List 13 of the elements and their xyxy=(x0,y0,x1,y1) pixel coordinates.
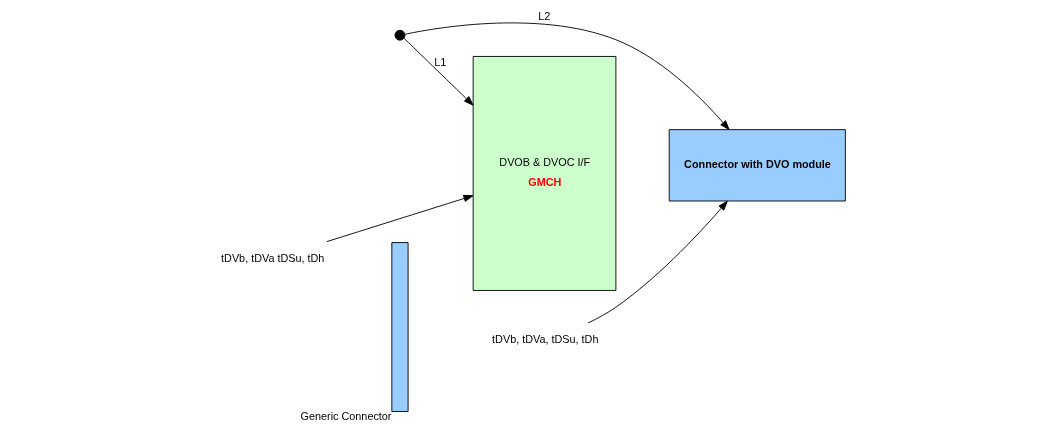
node-bar xyxy=(391,242,409,412)
arrow xyxy=(587,200,728,324)
node-text: tDVb, tDVa tDSu, tDh xyxy=(221,251,325,264)
node-box: Connector with DVO module xyxy=(668,129,846,202)
edge-label: L1 xyxy=(434,55,447,68)
node-circle xyxy=(394,29,406,41)
arrow xyxy=(404,22,730,131)
node-box: DVOB & DVOC I/F GMCH xyxy=(472,56,617,291)
node-text: tDVb, tDVa, tDSu, tDh xyxy=(492,332,599,345)
edge-label: L2 xyxy=(538,10,551,23)
arrow xyxy=(403,37,474,106)
arrow xyxy=(326,194,474,243)
node-label: Generic Connector xyxy=(300,410,392,423)
